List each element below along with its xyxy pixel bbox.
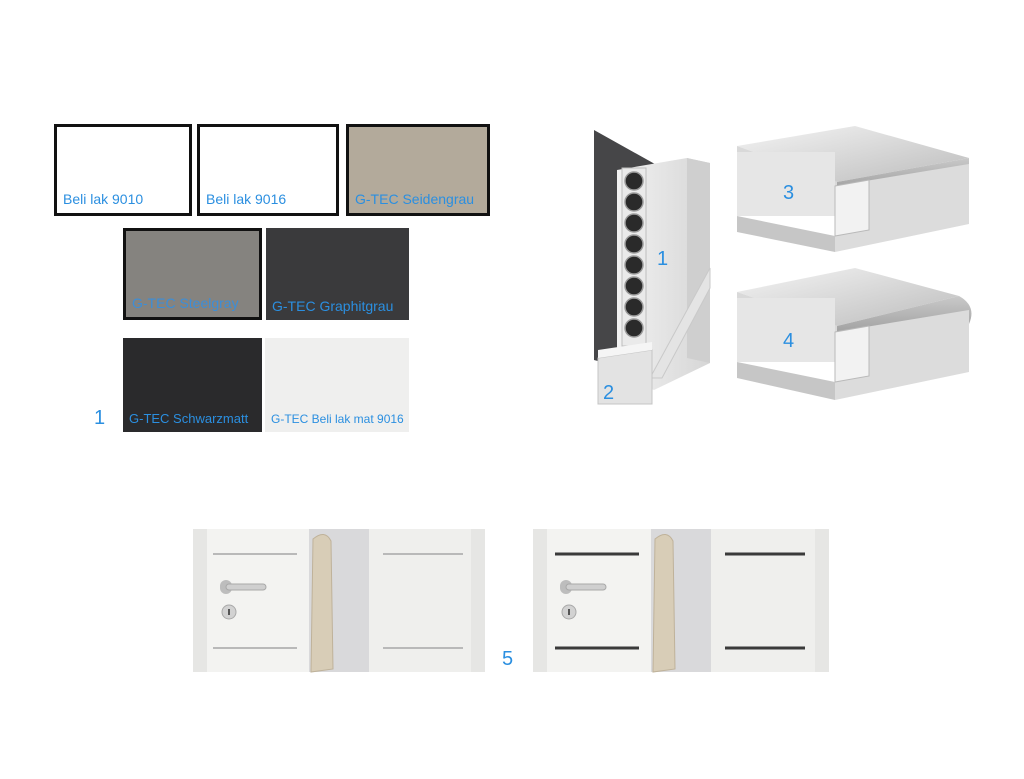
number-label: 1 <box>94 407 106 429</box>
swatch-label: Beli lak 9010 <box>63 191 144 207</box>
swatch-label: G-TEC Beli lak mat 9016 <box>271 412 404 426</box>
door-variant-dark-grooves <box>533 529 829 673</box>
number-label: 1 <box>657 248 669 270</box>
swatch-beli-lak-9016: Beli lak 9016 <box>197 124 339 216</box>
number-label: 5 <box>502 648 514 670</box>
swatch-label: G-TEC Seidengrau <box>355 191 475 207</box>
swatch-g-tec-beli-lak-mat-9016: G-TEC Beli lak mat 9016 <box>265 338 409 432</box>
swatch-label: Beli lak 9016 <box>206 191 287 207</box>
door-variant-light-grooves <box>193 529 485 673</box>
door-frame-illustration <box>594 130 711 405</box>
number-label: 2 <box>603 382 615 404</box>
edge-profile-rounded <box>737 268 972 400</box>
edge-profile-square <box>737 126 969 252</box>
swatch-beli-lak-9010: Beli lak 9010 <box>54 124 192 216</box>
swatch-g-tec-schwarzmatt: G-TEC Schwarzmatt <box>123 338 262 432</box>
swatch-g-tec-steelgray: G-TEC Steelgray <box>123 228 262 320</box>
number-label: 3 <box>783 182 795 204</box>
swatch-label: G-TEC Schwarzmatt <box>129 411 249 426</box>
swatch-label: G-TEC Steelgray <box>132 295 239 311</box>
swatch-g-tec-graphitgrau: G-TEC Graphitgrau <box>266 228 409 320</box>
swatch-g-tec-seidengrau: G-TEC Seidengrau <box>346 124 490 216</box>
number-label: 4 <box>783 330 795 352</box>
swatch-label: G-TEC Graphitgrau <box>272 298 394 314</box>
